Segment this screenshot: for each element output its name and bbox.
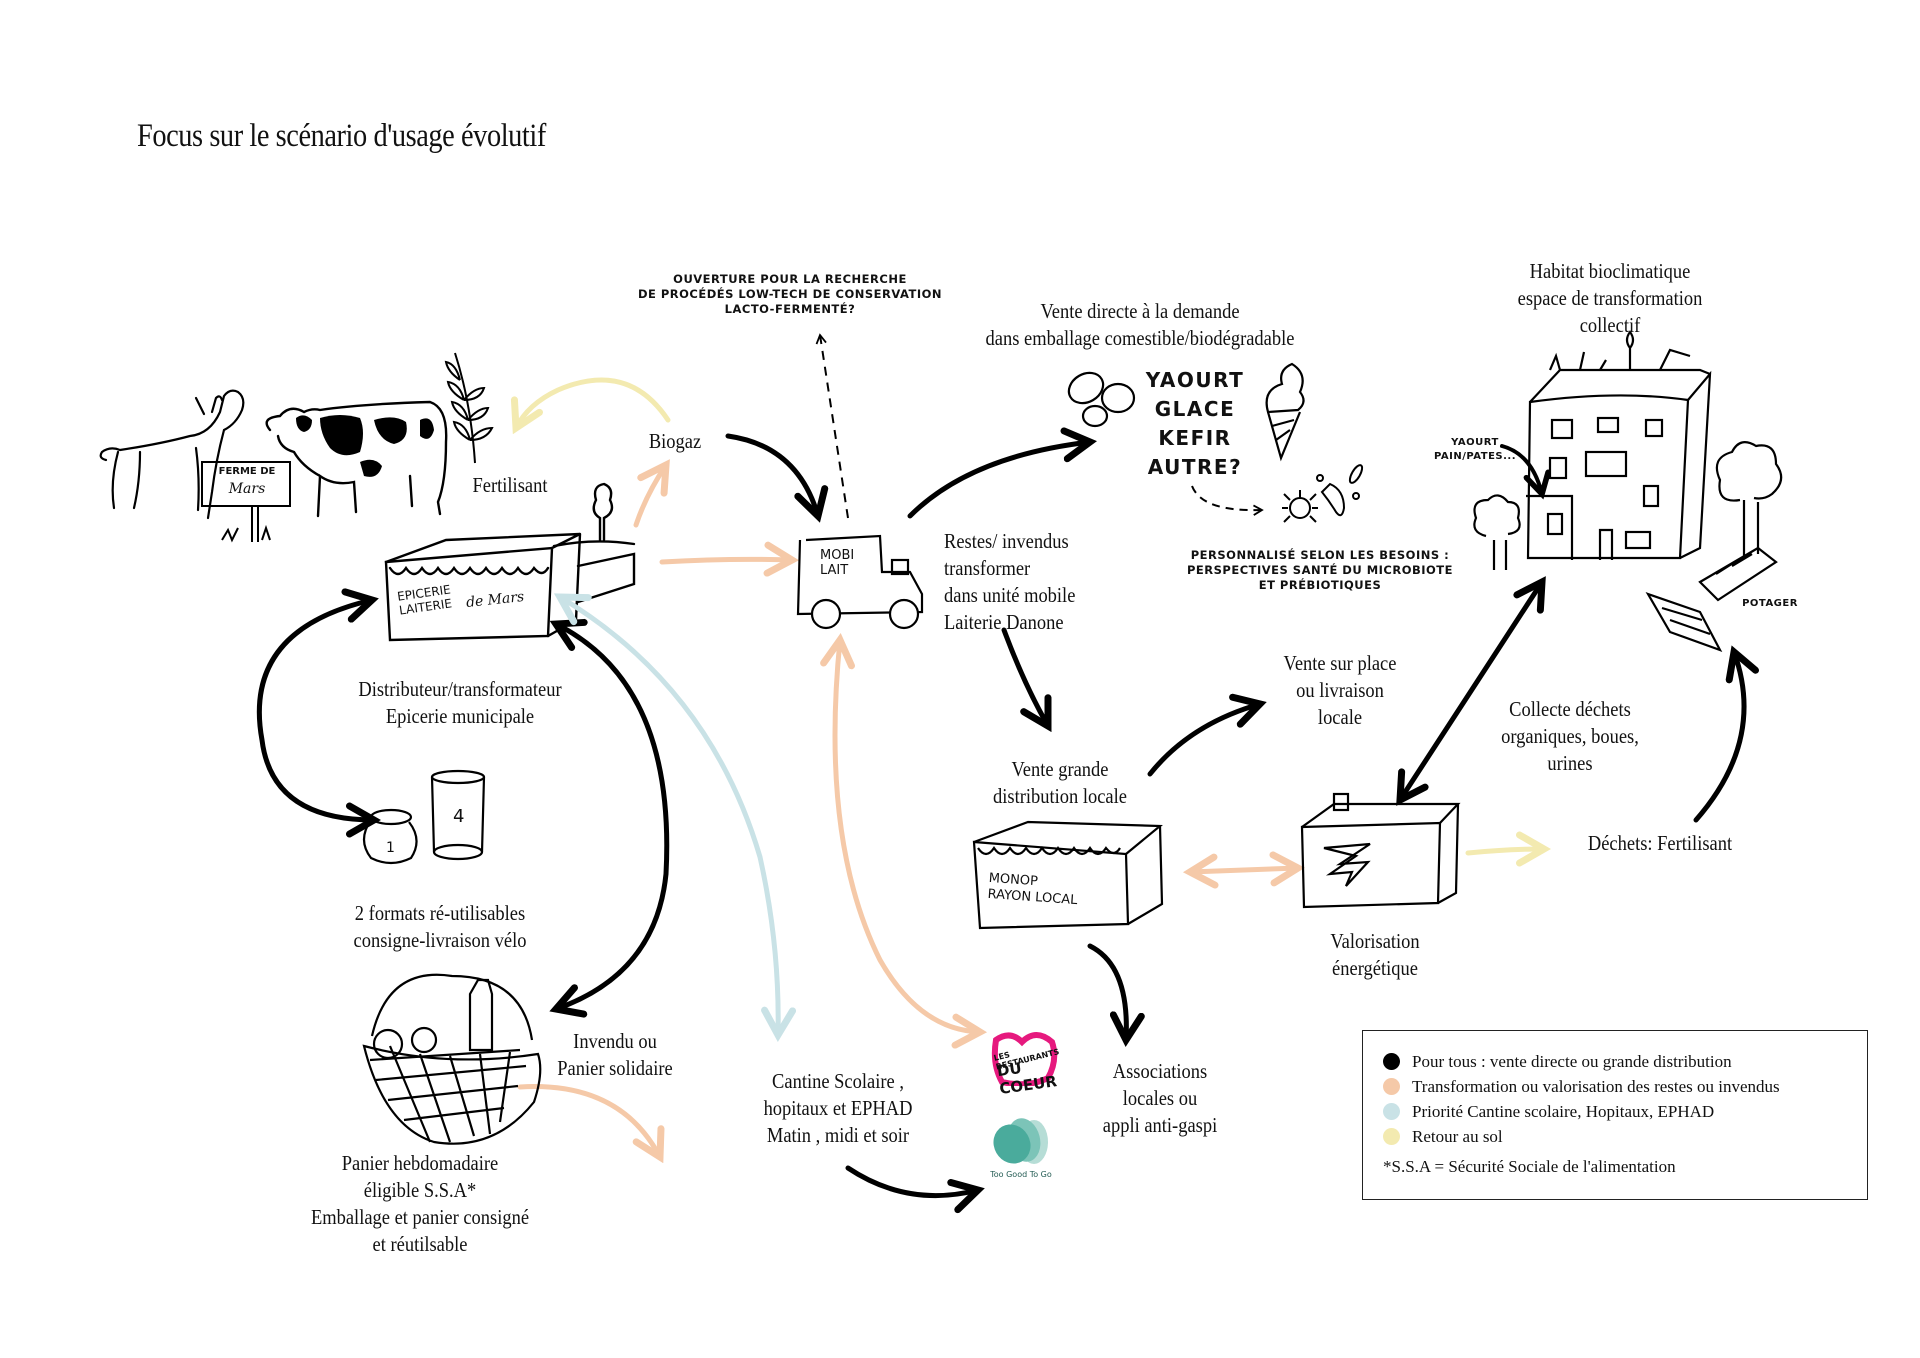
farm-sign-line1: FERME DE <box>218 466 276 477</box>
label-potager: POTAGER <box>1742 598 1798 609</box>
arrow-epicerie-to-truck <box>659 559 792 562</box>
farm-sign-line2: Mars <box>228 481 266 497</box>
monop-box-icon <box>972 820 1164 930</box>
label-panier: Panier hebdomadaire éligible S.S.A* Emba… <box>310 1151 530 1256</box>
label-fertilisant: Fertilisant <box>472 473 548 497</box>
wheat-icon <box>444 352 494 464</box>
restos-heart-icon <box>991 1032 1058 1088</box>
energy-box-icon <box>1300 792 1461 909</box>
label-cantine: Cantine Scolaire , hopitaux et EPHAD Mat… <box>763 1069 913 1147</box>
label-collecte: Collecte déchets organiques, boues, urin… <box>1501 697 1639 775</box>
note-personnalise: Personnalisé selon les besoins : perspec… <box>1186 548 1454 592</box>
label-vente-place: Vente sur place ou livraison locale <box>1283 651 1397 729</box>
arrow-valorisation-to-habitat <box>1400 582 1542 800</box>
legend-dot-yellow <box>1383 1128 1400 1145</box>
label-products: YAOURT GLACE KEFIR AUTRE? <box>1145 368 1245 479</box>
jar-small-label: 1 <box>386 840 395 856</box>
legend: Pour tous : vente directe ou grande dist… <box>1362 1030 1868 1200</box>
restos-du-coeur-logo: LES RESTAURANTS DU COEUR <box>990 1030 1060 1098</box>
legend-item: Transformation ou valorisation des reste… <box>1383 1074 1847 1099</box>
farm-sign-icon <box>201 461 291 543</box>
label-invendu: Invendu ou Panier solidaire <box>557 1029 673 1080</box>
legend-item: Priorité Cantine scolaire, Hopitaux, EPH… <box>1383 1099 1847 1124</box>
epicerie-box-icon <box>384 482 636 642</box>
arrow-biogaz-to-fertilisant <box>516 377 671 428</box>
legend-dot-orange <box>1383 1078 1400 1095</box>
legend-note: *S.S.A = Sécurité Sociale de l'alimentat… <box>1383 1157 1676 1176</box>
arrow-truck-to-restos <box>835 640 980 1032</box>
arrow-epicerie-to-biogaz <box>633 465 666 528</box>
arrow-restes-to-grande <box>1001 627 1048 726</box>
arrow-epicerie-to-cantine <box>560 597 778 1035</box>
label-vente-directe: Vente directe à la demande dans emballag… <box>985 299 1295 350</box>
label-associations: Associations locales ou appli anti-gaspi <box>1102 1059 1218 1137</box>
legend-dot-blue <box>1383 1103 1400 1120</box>
legend-label: Transformation ou valorisation des reste… <box>1412 1076 1780 1096</box>
label-formats: 2 formats ré-utilisables consigne-livrai… <box>353 901 527 952</box>
note-recherche: Ouverture pour la recherche de procédés … <box>637 272 943 316</box>
arrow-monop-to-valorisation <box>1190 868 1298 872</box>
arrow-dashed-personalise <box>1191 485 1264 516</box>
page-title: Focus sur le scénario d'usage évolutif <box>137 118 546 154</box>
edible-packaging-icon <box>1067 371 1136 428</box>
label-dechets: Déchets: Fertilisant <box>1587 831 1733 855</box>
cow-icon <box>265 400 448 518</box>
building-icon <box>1526 330 1712 560</box>
label-restes: Restes/ invendus transformer dans unité … <box>944 529 1076 634</box>
tree-icon <box>1473 441 1783 570</box>
legend-label: Retour au sol <box>1412 1126 1503 1146</box>
truck-icon <box>796 534 924 630</box>
arrow-panier-to-cantine <box>517 1084 660 1157</box>
legend-label: Pour tous : vente directe ou grande dist… <box>1412 1051 1732 1071</box>
legend-item: Pour tous : vente directe ou grande dist… <box>1383 1049 1847 1074</box>
jars-icon <box>362 769 486 865</box>
note-yaourt: Yaourt Pain/Pates... <box>1433 437 1517 462</box>
jar-large-label: 4 <box>453 806 465 827</box>
arrow-grande-to-surplace <box>1147 704 1260 777</box>
legend-item: Retour au sol <box>1383 1124 1847 1149</box>
garden-beds-icon <box>1645 546 1778 652</box>
arrow-dashed-research <box>815 333 849 519</box>
arrow-epicerie-to-jars <box>256 600 374 820</box>
arrow-biogaz-to-truck <box>725 433 818 516</box>
arrow-monop-to-associations <box>1087 943 1126 1040</box>
legend-dot-black <box>1383 1053 1400 1070</box>
arrow-valorisation-to-dechets <box>1465 849 1544 853</box>
legend-label: Priorité Cantine scolaire, Hopitaux, EPH… <box>1412 1101 1715 1121</box>
arrow-cantine-to-tgtg <box>845 1165 978 1196</box>
label-vente-grande: Vente grande distribution locale <box>993 757 1127 808</box>
monop-sign: MONOP RAYON LOCAL <box>987 871 1079 909</box>
label-habitat: Habitat bioclimatique espace de transfor… <box>1517 259 1703 337</box>
tgtg-logo-text: Too Good To Go <box>990 1170 1052 1179</box>
microbe-icon <box>1282 464 1364 523</box>
too-good-to-go-logo: Too Good To Go <box>986 1114 1056 1184</box>
label-distributeur: Distributeur/transformateur Epicerie mun… <box>358 677 562 728</box>
truck-sign-line2: LAIT <box>820 563 849 578</box>
label-valorisation: Valorisation énergétique <box>1330 929 1420 980</box>
arrow-dechets-to-potager <box>1693 652 1744 823</box>
arrow-yaourt-note <box>1500 444 1542 494</box>
label-biogaz: Biogaz <box>648 429 702 453</box>
ice-cream-icon <box>1265 362 1305 462</box>
truck-sign-line1: MOBI <box>820 548 855 563</box>
tgtg-leaf-icon <box>993 1118 1048 1164</box>
goat-icon <box>99 389 245 520</box>
arrow-truck-to-products <box>907 442 1090 519</box>
basket-icon <box>362 973 542 1145</box>
truck-sign: MOBI LAIT <box>820 548 854 578</box>
